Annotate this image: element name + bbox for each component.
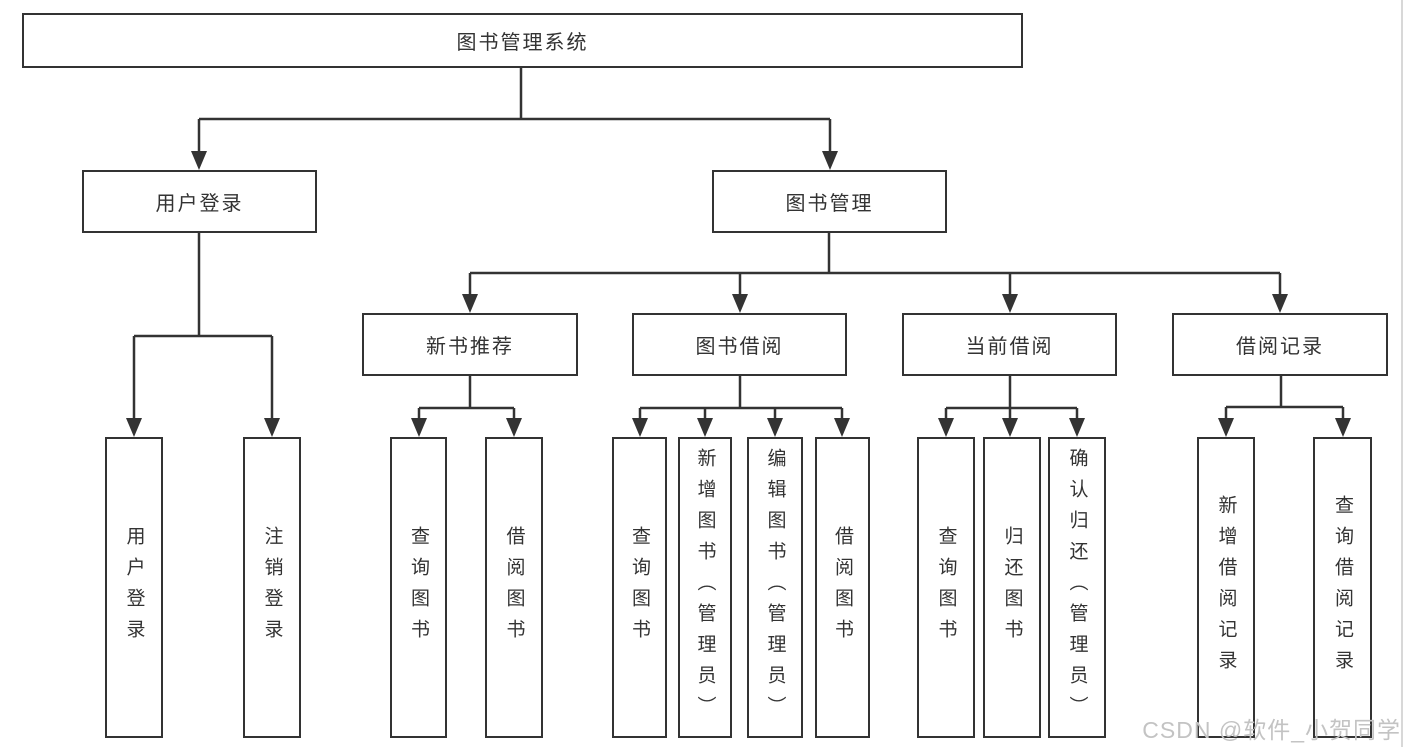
leaf-edit-books-admin: 编辑图书（管理员） bbox=[747, 437, 803, 738]
node-new-book-recommend: 新书推荐 bbox=[362, 313, 578, 376]
leaf-logout: 注销登录 bbox=[243, 437, 301, 738]
leaf-query-books-borrow: 查询图书 bbox=[612, 437, 667, 738]
leaf-label: 归还图书 bbox=[1001, 525, 1023, 650]
leaf-confirm-return-admin: 确认归还（管理员） bbox=[1048, 437, 1106, 738]
leaf-borrow-books: 借阅图书 bbox=[815, 437, 870, 738]
leaf-return-books: 归还图书 bbox=[983, 437, 1041, 738]
leaf-query-books-recommend: 查询图书 bbox=[390, 437, 447, 738]
node-user-login: 用户登录 bbox=[82, 170, 317, 233]
node-label: 图书管理系统 bbox=[456, 32, 589, 54]
leaf-user-login: 用户登录 bbox=[105, 437, 163, 738]
leaf-label: 查询图书 bbox=[629, 525, 650, 650]
leaf-add-borrow-record: 新增借阅记录 bbox=[1197, 437, 1255, 738]
node-book-borrow: 图书借阅 bbox=[632, 313, 847, 376]
node-current-borrow: 当前借阅 bbox=[902, 313, 1117, 376]
node-label: 图书借阅 bbox=[695, 336, 784, 358]
leaf-query-borrow-record: 查询借阅记录 bbox=[1313, 437, 1372, 738]
leaf-label: 新增图书（管理员） bbox=[694, 448, 716, 727]
leaf-label: 编辑图书（管理员） bbox=[764, 448, 786, 727]
node-library-management-system: 图书管理系统 bbox=[22, 13, 1023, 68]
leaf-borrow-books-recommend: 借阅图书 bbox=[485, 437, 543, 738]
node-label: 用户登录 bbox=[155, 193, 244, 215]
leaf-label: 新增借阅记录 bbox=[1215, 494, 1237, 681]
node-label: 新书推荐 bbox=[426, 336, 514, 358]
node-label: 图书管理 bbox=[785, 193, 874, 215]
leaf-label: 查询借阅记录 bbox=[1332, 494, 1353, 681]
node-label: 当前借阅 bbox=[965, 336, 1054, 358]
leaf-label: 查询图书 bbox=[408, 525, 429, 650]
leaf-label: 用户登录 bbox=[123, 525, 145, 650]
leaf-label: 注销登录 bbox=[261, 525, 283, 650]
leaf-label: 查询图书 bbox=[935, 525, 957, 650]
csdn-watermark: CSDN @软件_小贺同学 bbox=[1142, 717, 1401, 743]
page-edge-divider bbox=[1401, 0, 1403, 747]
node-book-management: 图书管理 bbox=[712, 170, 947, 233]
leaf-label: 借阅图书 bbox=[832, 525, 853, 650]
leaf-label: 确认归还（管理员） bbox=[1066, 448, 1088, 727]
leaf-label: 借阅图书 bbox=[503, 525, 525, 650]
leaf-add-books-admin: 新增图书（管理员） bbox=[678, 437, 732, 738]
node-borrow-records: 借阅记录 bbox=[1172, 313, 1388, 376]
leaf-query-books-current: 查询图书 bbox=[917, 437, 975, 738]
node-label: 借阅记录 bbox=[1236, 336, 1324, 358]
